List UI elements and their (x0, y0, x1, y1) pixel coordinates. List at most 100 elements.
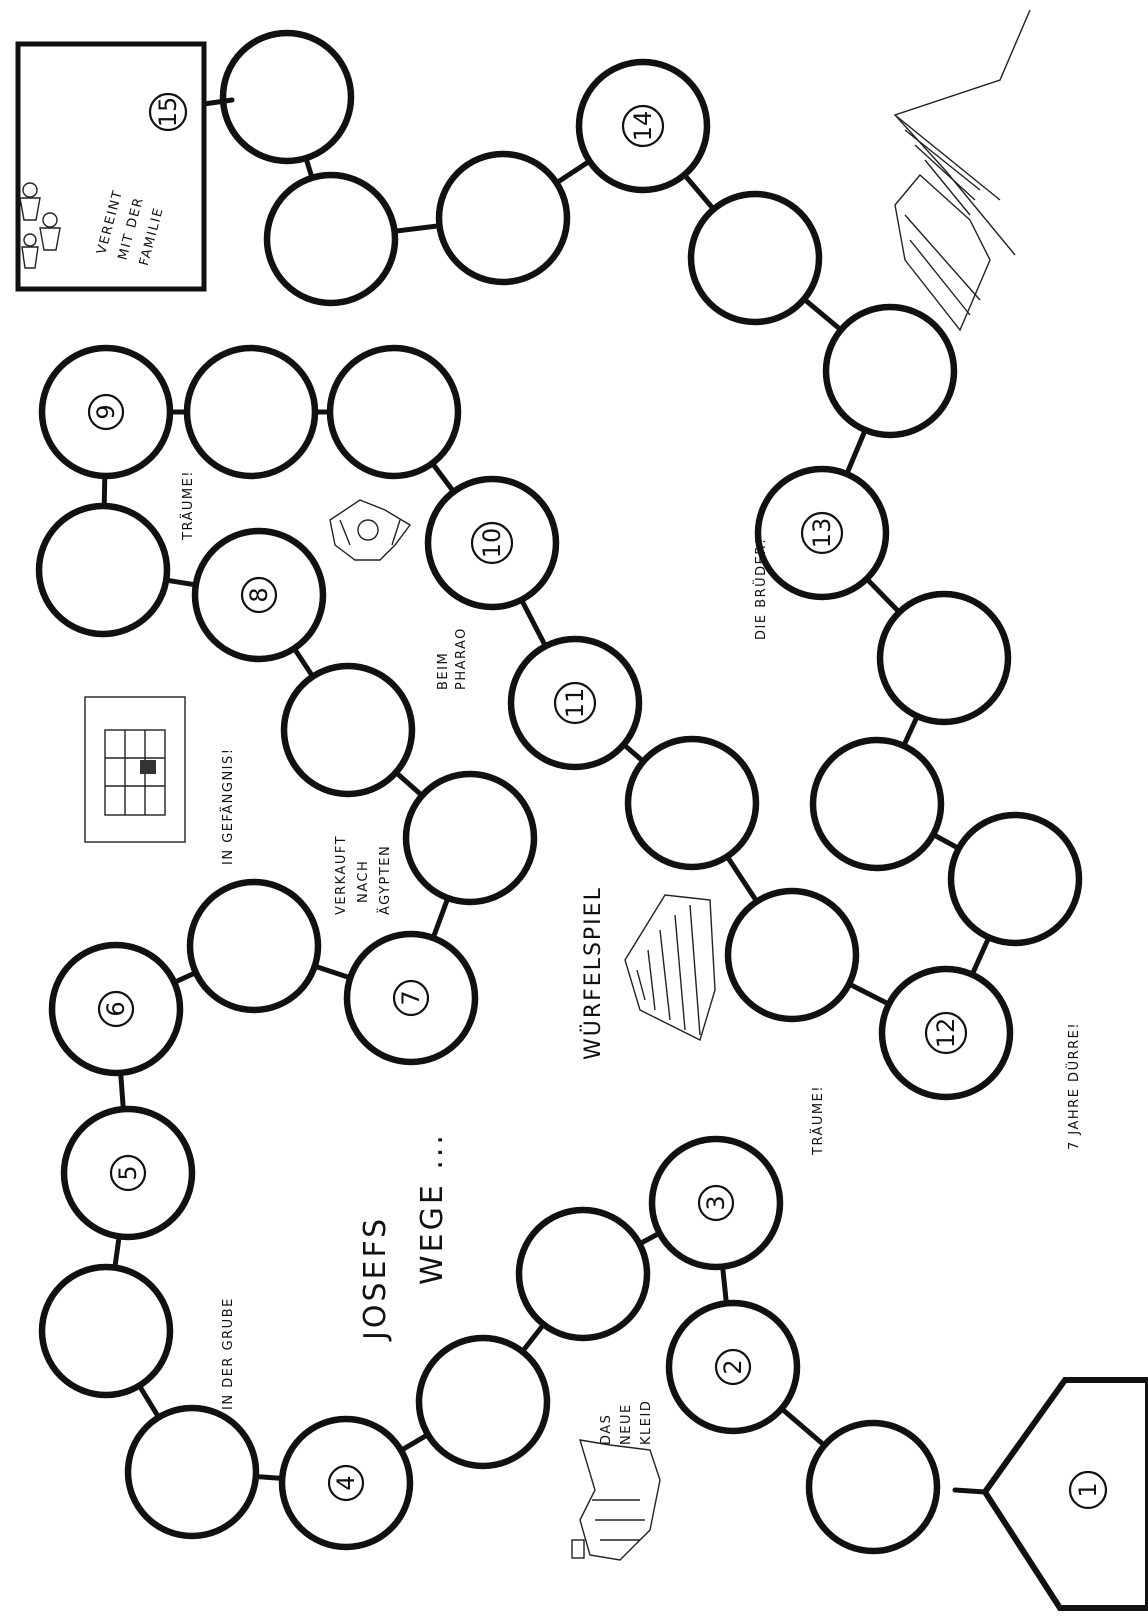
label-in-prison: IN GEFÄNGNIS! (220, 748, 236, 865)
board-field[interactable] (406, 774, 534, 902)
dice-game-text: WÜRFELSPIEL (580, 886, 606, 1060)
field-number: 9 (92, 404, 120, 419)
board-field[interactable]: 14 (579, 62, 707, 190)
board-field-circle[interactable] (519, 1210, 647, 1338)
board-field[interactable] (728, 891, 856, 1019)
board-field-circle[interactable] (628, 739, 756, 867)
board-title-2: WEGE ... (415, 1132, 450, 1285)
label-line: IN DER GRUBE (221, 1297, 236, 1410)
label-brothers: DIE BRÜDER! (752, 537, 769, 640)
label-line: BEIM (436, 652, 451, 690)
field-number: 7 (397, 990, 425, 1005)
start-number: 1 (1074, 1482, 1102, 1497)
board-field-circle[interactable] (406, 774, 534, 902)
board-field-circle[interactable] (880, 594, 1008, 722)
board-field[interactable] (519, 1210, 647, 1338)
field-number: 8 (245, 587, 273, 602)
board-field[interactable] (813, 740, 941, 868)
board-field[interactable] (284, 666, 412, 794)
board-field[interactable]: 8 (195, 531, 323, 659)
board-field-circle[interactable] (439, 154, 567, 282)
board-field[interactable] (42, 1267, 170, 1395)
board-field-circle[interactable] (826, 307, 954, 435)
board-field-circle[interactable] (223, 33, 351, 161)
label-line: NACH (356, 860, 371, 903)
board-field[interactable]: 12 (882, 969, 1010, 1097)
dice-game-label: WÜRFELSPIEL (580, 886, 606, 1060)
board-field-circle[interactable] (419, 1338, 547, 1466)
label-line: DIE BRÜDER! (752, 537, 769, 640)
title-line: JOSEFS (358, 1216, 393, 1342)
board-field[interactable] (628, 739, 756, 867)
board-field-circle[interactable] (284, 666, 412, 794)
board-field[interactable]: 13 (758, 469, 886, 597)
label-line: KLEID (639, 1400, 654, 1445)
label-pharaoh: BEIM PHARAO (436, 627, 469, 690)
board-field-circle[interactable] (39, 506, 167, 634)
board-field[interactable]: 6 (52, 945, 180, 1073)
board-field[interactable] (419, 1338, 547, 1466)
board-field-circle[interactable] (42, 1267, 170, 1395)
label-line: TRÄUME! (180, 470, 196, 541)
board-field[interactable] (809, 1423, 937, 1551)
board-field[interactable]: 11 (511, 639, 639, 767)
label-line: IN GEFÄNGNIS! (220, 748, 236, 865)
board-field[interactable] (691, 194, 819, 322)
board-title: JOSEFS (358, 1216, 393, 1342)
board-field-circle[interactable] (267, 175, 395, 303)
board-field[interactable] (951, 815, 1079, 943)
board-field-circle[interactable] (728, 891, 856, 1019)
label-line: TRÄUME! (810, 1085, 826, 1156)
label-seven-years: 7 JAHRE DÜRRE! (1065, 1022, 1082, 1150)
label-sold-egypt: VERKAUFT NACH ÄGYPTEN (334, 835, 393, 915)
pyramids-drawing (895, 10, 1030, 330)
board-field[interactable] (223, 33, 351, 161)
board-field-circle[interactable] (330, 348, 458, 476)
board-field[interactable] (187, 348, 315, 476)
board-field[interactable] (39, 506, 167, 634)
field-number: 14 (629, 111, 657, 142)
board-field-circle[interactable] (190, 882, 318, 1010)
field-number: 3 (702, 1195, 730, 1210)
start-field[interactable]: 1 (955, 1380, 1148, 1608)
board-field-circle[interactable] (691, 194, 819, 322)
label-dreams-9: TRÄUME! (180, 470, 196, 541)
label-line: 7 JAHRE DÜRRE! (1065, 1022, 1082, 1150)
finish-number: 15 (154, 97, 182, 128)
pyramid-drawing (625, 895, 715, 1040)
board-field[interactable]: 3 (652, 1139, 780, 1267)
pharaoh-face-drawing (330, 500, 410, 560)
field-number: 6 (102, 1001, 130, 1016)
field-number: 12 (932, 1018, 960, 1049)
board-field[interactable] (128, 1408, 256, 1536)
label-in-pit: IN DER GRUBE (221, 1297, 236, 1410)
board-field[interactable]: 4 (282, 1419, 410, 1547)
board-field[interactable] (267, 175, 395, 303)
label-line: PHARAO (454, 627, 469, 690)
board-field[interactable]: 10 (428, 479, 556, 607)
board-field-circle[interactable] (951, 815, 1079, 943)
board-field[interactable]: 2 (669, 1303, 797, 1431)
finish-field[interactable]: 15 VEREINT MIT DER FAMILIE (18, 44, 232, 289)
board-field[interactable] (826, 307, 954, 435)
board-field-circle[interactable] (813, 740, 941, 868)
board-field[interactable]: 7 (347, 934, 475, 1062)
board-field[interactable]: 9 (42, 348, 170, 476)
prison-window-drawing (85, 697, 185, 842)
label-dreams-3: TRÄUME! (810, 1085, 826, 1156)
dress-drawing (572, 1440, 660, 1560)
board-field-circle[interactable] (809, 1423, 937, 1551)
board-field-circle[interactable] (187, 348, 315, 476)
field-number: 2 (719, 1359, 747, 1374)
board-field-circle[interactable] (128, 1408, 256, 1536)
field-number: 13 (808, 518, 836, 549)
label-line: NEUE (619, 1403, 634, 1445)
board-field[interactable] (190, 882, 318, 1010)
field-number: 4 (332, 1475, 360, 1490)
board-field[interactable] (330, 348, 458, 476)
board-field[interactable] (439, 154, 567, 282)
board-field[interactable] (880, 594, 1008, 722)
board-field[interactable]: 5 (64, 1109, 192, 1237)
field-number: 5 (114, 1165, 142, 1180)
